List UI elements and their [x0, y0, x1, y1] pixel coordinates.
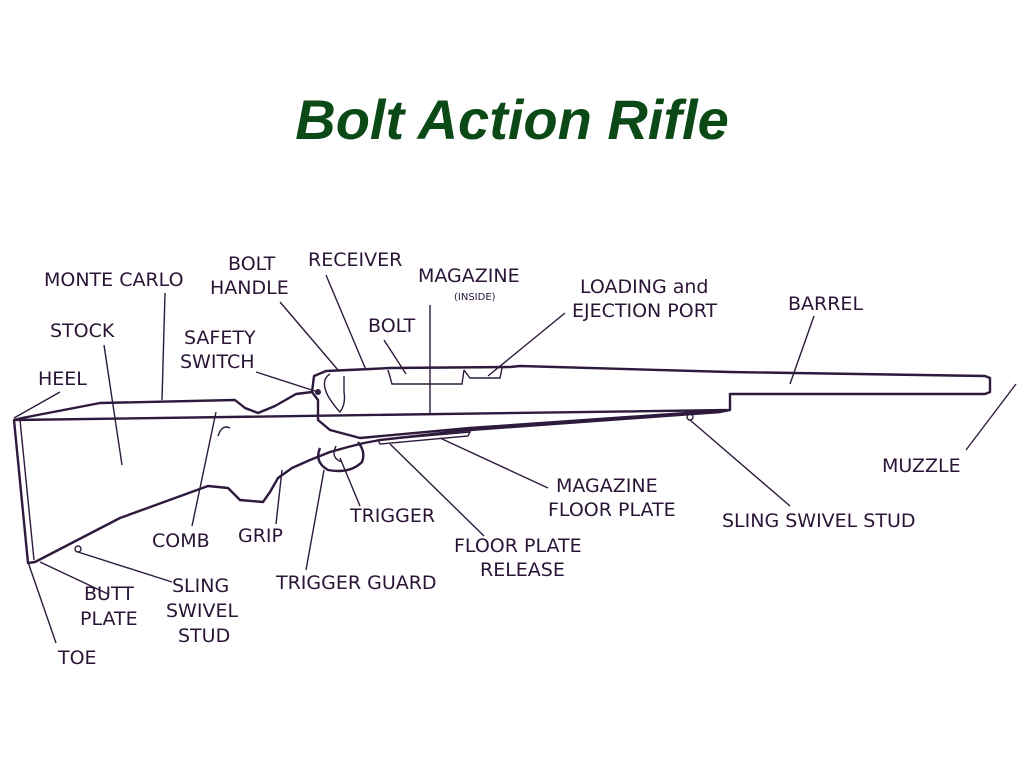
bolt-outline [387, 369, 465, 385]
label-magazine-floor-plate-line1: MAGAZINE [556, 475, 658, 497]
ejection-port [463, 367, 503, 379]
comb-line [217, 426, 231, 437]
label-comb: COMB [152, 530, 210, 552]
label-loading-port-line1: LOADING and [580, 276, 708, 298]
label-bolt-handle-line2: HANDLE [210, 277, 289, 299]
part-labels: MONTE CARLO STOCK HEEL BOLT HANDLE SAFET… [38, 249, 961, 669]
label-grip: GRIP [238, 525, 283, 547]
label-sling-swivel-stud-rear-line2: SWIVEL [166, 600, 238, 622]
label-floor-plate-release-line1: FLOOR PLATE [454, 535, 582, 557]
label-sling-swivel-stud-rear-line1: SLING [172, 575, 229, 597]
trigger-outline [333, 445, 343, 463]
stock-outline [12, 390, 732, 565]
label-safety-switch-line2: SWITCH [180, 351, 255, 373]
label-stock: STOCK [50, 320, 115, 342]
label-floor-plate-release-line2: RELEASE [480, 559, 565, 581]
floor-plate-outline [376, 431, 472, 445]
receiver-outline [310, 364, 992, 396]
label-barrel: BARREL [788, 293, 863, 315]
label-receiver: RECEIVER [308, 249, 402, 271]
rear-sling-stud [74, 545, 82, 553]
label-magazine-inside: (INSIDE) [454, 292, 496, 303]
label-trigger-guard: TRIGGER GUARD [275, 572, 437, 594]
leader-lines [13, 274, 1017, 644]
bolt-handle-outline [323, 373, 346, 414]
label-bolt: BOLT [368, 315, 416, 337]
label-magazine: MAGAZINE [418, 265, 520, 287]
label-safety-switch-line1: SAFETY [184, 327, 256, 349]
label-muzzle: MUZZLE [882, 455, 961, 477]
label-toe: TOE [57, 647, 97, 669]
label-heel: HEEL [38, 368, 87, 390]
butt-plate-outline [14, 419, 35, 561]
label-butt-plate-line1: BUTT [84, 583, 134, 605]
label-monte-carlo: MONTE CARLO [44, 269, 184, 291]
trigger-guard-outline [317, 441, 365, 473]
label-magazine-floor-plate-line2: FLOOR PLATE [548, 499, 676, 521]
label-bolt-handle-line1: BOLT [228, 253, 276, 275]
label-trigger: TRIGGER [349, 505, 435, 527]
rifle-drawing [12, 364, 992, 565]
label-butt-plate-line2: PLATE [80, 608, 138, 630]
page-title: Bolt Action Rifle [295, 88, 729, 151]
label-sling-swivel-stud-front: SLING SWIVEL STUD [722, 510, 916, 532]
label-loading-port-line2: EJECTION PORT [572, 300, 718, 322]
label-sling-swivel-stud-rear-line3: STUD [178, 625, 230, 647]
